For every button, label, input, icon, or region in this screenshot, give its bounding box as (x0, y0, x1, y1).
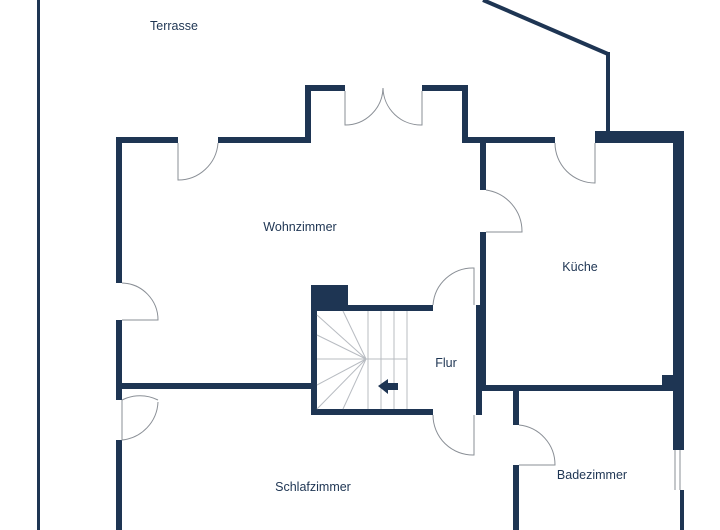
room-label-flur: Flur (435, 356, 457, 370)
walls (37, 0, 684, 530)
room-label-terrasse: Terrasse (150, 19, 198, 33)
room-label-wohnzimmer: Wohnzimmer (263, 220, 337, 234)
terrace-diagonal-wall (482, 0, 609, 56)
room-label-schlafzimmer: Schlafzimmer (275, 480, 351, 494)
room-label-badezimmer: Badezimmer (556, 468, 628, 482)
room-label-kueche: Küche (562, 260, 598, 274)
door-swings (121, 87, 681, 490)
stair-direction-arrow-icon (378, 379, 398, 394)
staircase (316, 310, 408, 410)
